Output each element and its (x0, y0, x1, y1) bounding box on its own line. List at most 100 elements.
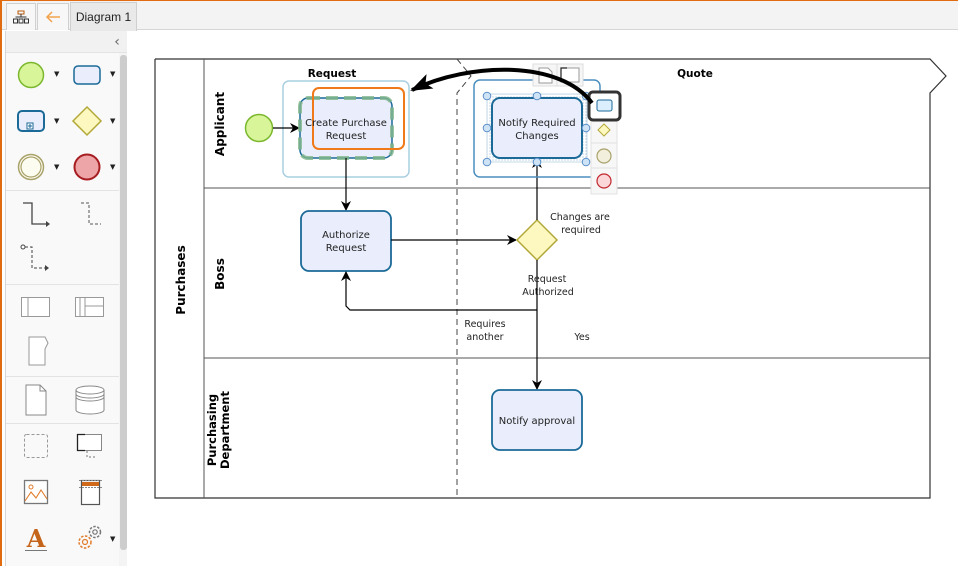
text-format-icon: A (25, 524, 47, 553)
lane-label-boss: Boss (213, 258, 227, 290)
association-tool[interactable] (68, 195, 112, 235)
lane-label-purchasing-line1: Purchasing (205, 394, 219, 466)
append-intermediate-event-button[interactable] (596, 148, 612, 164)
pool-label: Purchases (174, 245, 188, 314)
process-tree-button[interactable] (6, 3, 36, 30)
text-format-tool[interactable]: A (14, 518, 58, 558)
intermediate-event-icon (17, 153, 45, 181)
task-label: Notify approval (499, 416, 575, 427)
palette-separator (6, 190, 119, 191)
sequence-flow-tool[interactable] (14, 195, 58, 235)
task-tool[interactable] (65, 55, 109, 95)
image-tool[interactable] (14, 472, 58, 512)
palette-separator (6, 423, 119, 424)
end-event-icon (73, 153, 101, 181)
start-event-tool[interactable] (9, 55, 53, 95)
phase-label-request: Request (308, 68, 357, 80)
append-end-event-button[interactable] (596, 173, 612, 189)
header-tool[interactable] (68, 472, 112, 512)
milestone-tool[interactable] (14, 331, 58, 371)
flow-label-requires-another-1: Requires (464, 319, 505, 330)
svg-text:A: A (26, 524, 46, 553)
lane-grid-tool[interactable] (68, 287, 112, 327)
settings-tool[interactable] (68, 518, 112, 558)
task-notify-required-changes[interactable]: Notify Required Changes (473, 79, 601, 178)
context-palette (587, 90, 622, 195)
append-gateway-button[interactable] (597, 123, 611, 137)
subprocess-dropdown[interactable]: ▼ (54, 117, 60, 125)
bpmn-diagram: Purchases Applicant Boss Purchasing Depa… (154, 58, 947, 499)
chevron-left-icon[interactable]: ‹ (114, 34, 120, 50)
task-icon (73, 65, 101, 85)
intermediate-event-tool[interactable] (9, 147, 53, 187)
task-dropdown[interactable]: ▼ (110, 70, 116, 78)
settings-gears-icon (78, 525, 102, 549)
subprocess-tool[interactable] (9, 101, 53, 141)
phase-divider[interactable] (456, 58, 472, 498)
lane-purchasing-department[interactable]: Purchasing Department (205, 391, 232, 469)
sequence-flow-requires-another[interactable] (341, 271, 537, 311)
group-icon (24, 434, 48, 458)
flow-label-requires-another-2: another (466, 332, 503, 343)
lane-label-applicant: Applicant (213, 92, 227, 156)
flow-label-changes-required-1: Changes are (550, 212, 610, 223)
palette-separator (6, 376, 119, 377)
hierarchy-icon (13, 10, 29, 24)
message-flow-tool[interactable] (14, 239, 58, 279)
lane-applicant[interactable]: Applicant (204, 92, 930, 189)
sequence-flow-icon (23, 202, 50, 227)
arrow-left-icon (45, 11, 60, 23)
gateway-dropdown[interactable]: ▼ (110, 117, 116, 125)
end-event-tool[interactable] (65, 147, 109, 187)
task-notify-approval[interactable]: Notify approval (491, 389, 583, 451)
subprocess-icon (17, 110, 45, 132)
append-task-button[interactable] (587, 90, 622, 122)
annotation-tool[interactable] (68, 426, 112, 466)
task-label-line1: Notify Required (498, 118, 575, 129)
data-object-tool[interactable] (14, 380, 58, 420)
flow-label-request-authorized-1: Request (528, 274, 567, 285)
window-accent-left (0, 0, 2, 566)
task-label-line2: Changes (515, 131, 559, 142)
milestone-icon (28, 336, 49, 366)
lane-boss[interactable]: Boss (204, 258, 930, 359)
annotation-icon (76, 433, 102, 458)
flow-label-yes: Yes (573, 332, 589, 343)
shapes-palette: ‹ ▼ ▼ ▼ ▼ ▼ (5, 31, 127, 566)
intermediate-event-dropdown[interactable]: ▼ (54, 163, 60, 171)
tab-bar: Diagram 1 (2, 1, 958, 31)
data-object-icon (25, 384, 47, 416)
flow-label-request-authorized-2: Authorized (522, 287, 574, 298)
image-icon (23, 479, 49, 505)
back-button[interactable] (37, 3, 69, 30)
task-label-line1: Authorize (322, 230, 370, 241)
gateway-tool[interactable] (65, 101, 109, 141)
palette-scrollbar-thumb[interactable] (120, 55, 127, 550)
task-label-line2: Request (326, 131, 367, 142)
task-label-line2: Request (326, 243, 367, 254)
mini-toolbar (532, 63, 584, 87)
diagram-canvas[interactable]: Purchases Applicant Boss Purchasing Depa… (128, 31, 958, 566)
lane-label-purchasing-line2: Department (218, 391, 232, 469)
data-store-icon (75, 385, 105, 415)
window-accent-top (0, 0, 958, 1)
pool-tool[interactable] (14, 287, 58, 327)
association-icon (81, 202, 101, 225)
task-authorize-request[interactable]: Authorize Request (300, 210, 392, 272)
settings-dropdown[interactable]: ▼ (110, 535, 116, 543)
tab-diagram-1[interactable]: Diagram 1 (70, 2, 137, 31)
message-flow-icon (20, 244, 49, 271)
start-event[interactable] (244, 113, 274, 143)
group-tool[interactable] (14, 426, 58, 466)
start-event-icon (17, 61, 45, 89)
drag-hint-arrow (410, 67, 594, 105)
flow-label-changes-required-2: required (561, 225, 601, 236)
start-event-dropdown[interactable]: ▼ (54, 70, 60, 78)
pool-purchases[interactable]: Purchases (154, 58, 947, 499)
palette-separator (6, 284, 119, 285)
end-event-dropdown[interactable]: ▼ (110, 163, 116, 171)
data-store-tool[interactable] (68, 380, 112, 420)
task-create-purchase-request[interactable]: Create Purchase Request (298, 87, 405, 160)
gateway-icon (71, 105, 103, 137)
